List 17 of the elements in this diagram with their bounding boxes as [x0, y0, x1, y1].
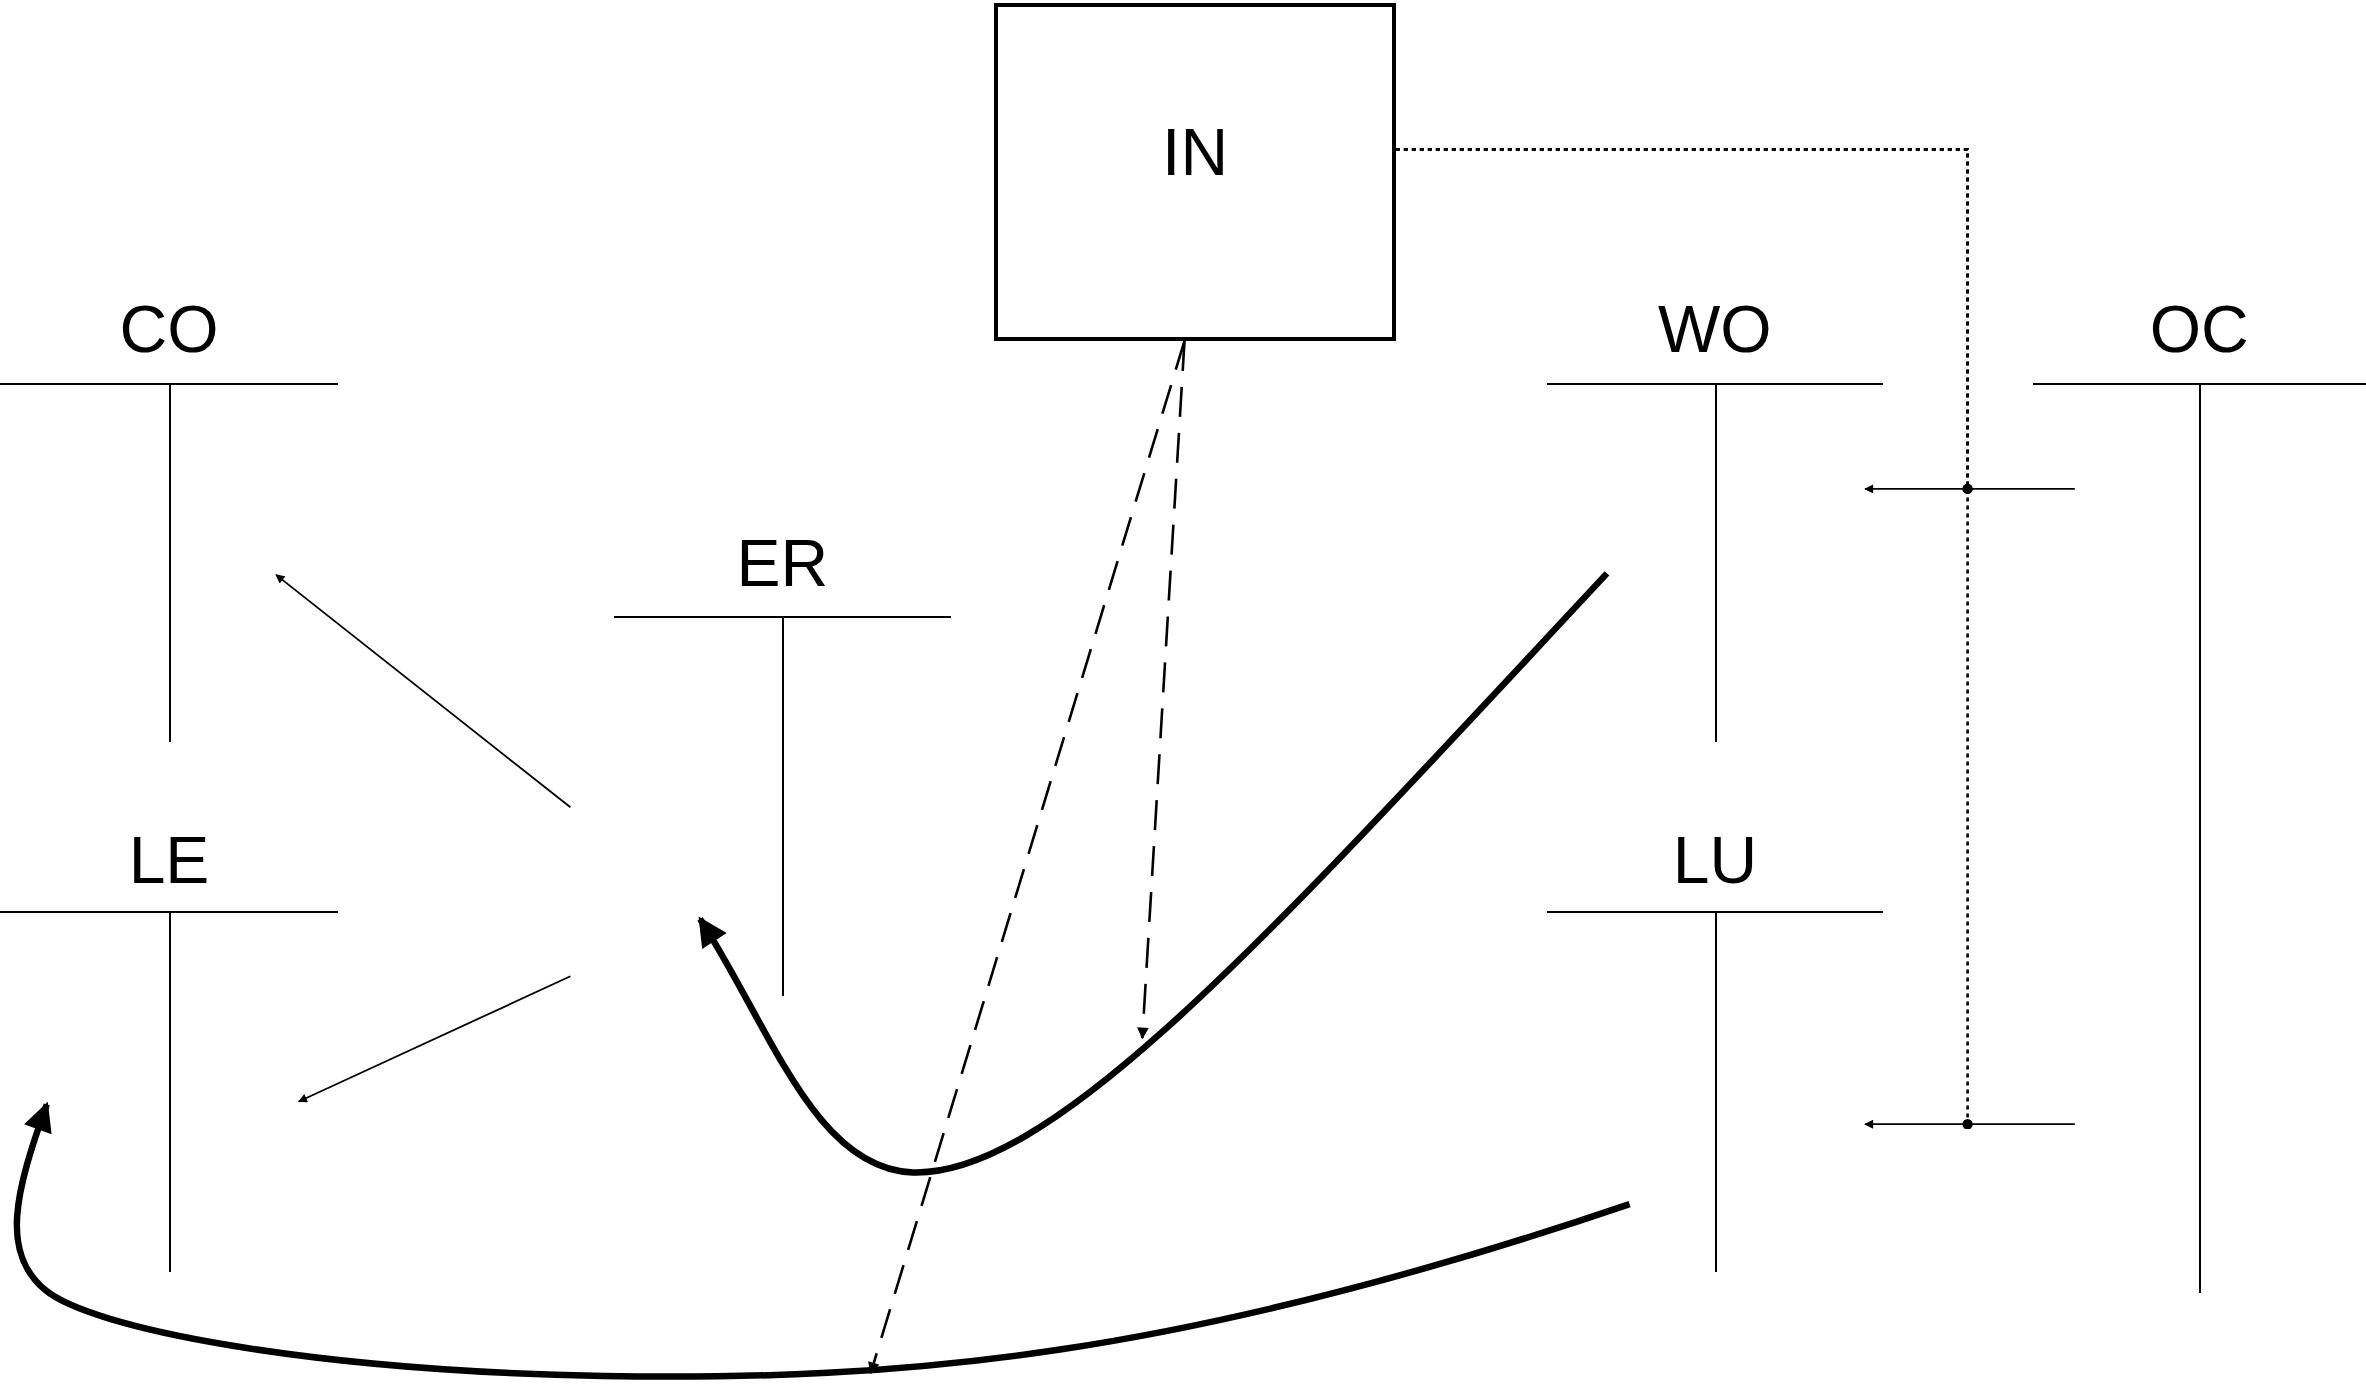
column-heading: ER	[736, 529, 829, 596]
arrow	[697, 571, 1610, 1176]
arrow	[275, 574, 572, 809]
arrow	[868, 340, 1186, 1375]
process-box	[994, 3, 1396, 341]
arrow	[1864, 1119, 2076, 1129]
column-heading: LU	[1672, 826, 1758, 893]
box-label: IN	[1162, 119, 1229, 185]
column-heading: OC	[2149, 295, 2249, 362]
arrow	[1864, 484, 2076, 494]
arrow	[1137, 340, 1186, 1040]
arrow	[297, 975, 572, 1103]
column-heading: LE	[128, 826, 210, 893]
column-heading: WO	[1658, 295, 1772, 362]
connector-line	[1395, 148, 1973, 1130]
arrow	[14, 1101, 1631, 1380]
column-heading: CO	[119, 295, 219, 362]
